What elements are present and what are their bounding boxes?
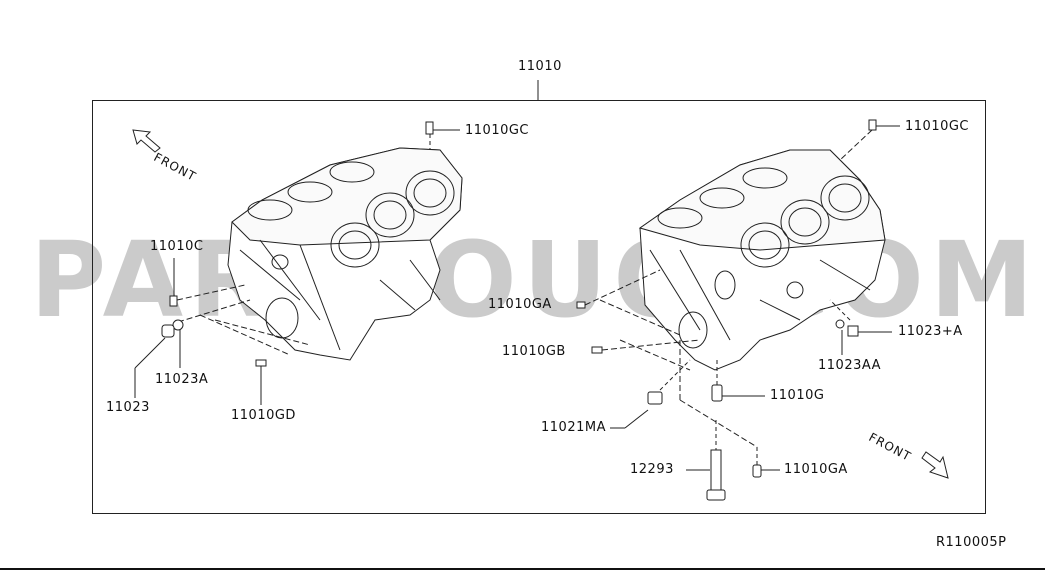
callout-right-11010G: 11010G (770, 388, 825, 403)
left-engine-block (227, 147, 463, 361)
assembly-label: 11010 (518, 59, 562, 74)
callout-left-11010C: 11010C (150, 239, 204, 254)
callout-right-11010GA-bottom: 11010GA (784, 462, 848, 477)
right-engine-block (638, 149, 886, 371)
reference-code: R110005P (936, 535, 1007, 550)
bottom-divider (0, 568, 1045, 570)
callout-right-12293: 12293 (630, 462, 674, 477)
callout-right-11023AA: 11023AA (818, 358, 882, 373)
diagram-frame (92, 100, 986, 514)
callout-right-11010GB: 11010GB (502, 344, 566, 359)
callout-left-11010GD: 11010GD (231, 408, 296, 423)
callout-right-11010GC: 11010GC (905, 119, 970, 134)
callout-right-11021MA: 11021MA (541, 420, 606, 435)
callout-right-11010GA-top: 11010GA (488, 297, 552, 312)
callout-left-11023: 11023 (106, 400, 150, 415)
callout-left-11010GC: 11010GC (465, 123, 530, 138)
callout-right-11023A-plus: 11023+A (898, 324, 963, 339)
callout-left-11023A: 11023A (155, 372, 209, 387)
